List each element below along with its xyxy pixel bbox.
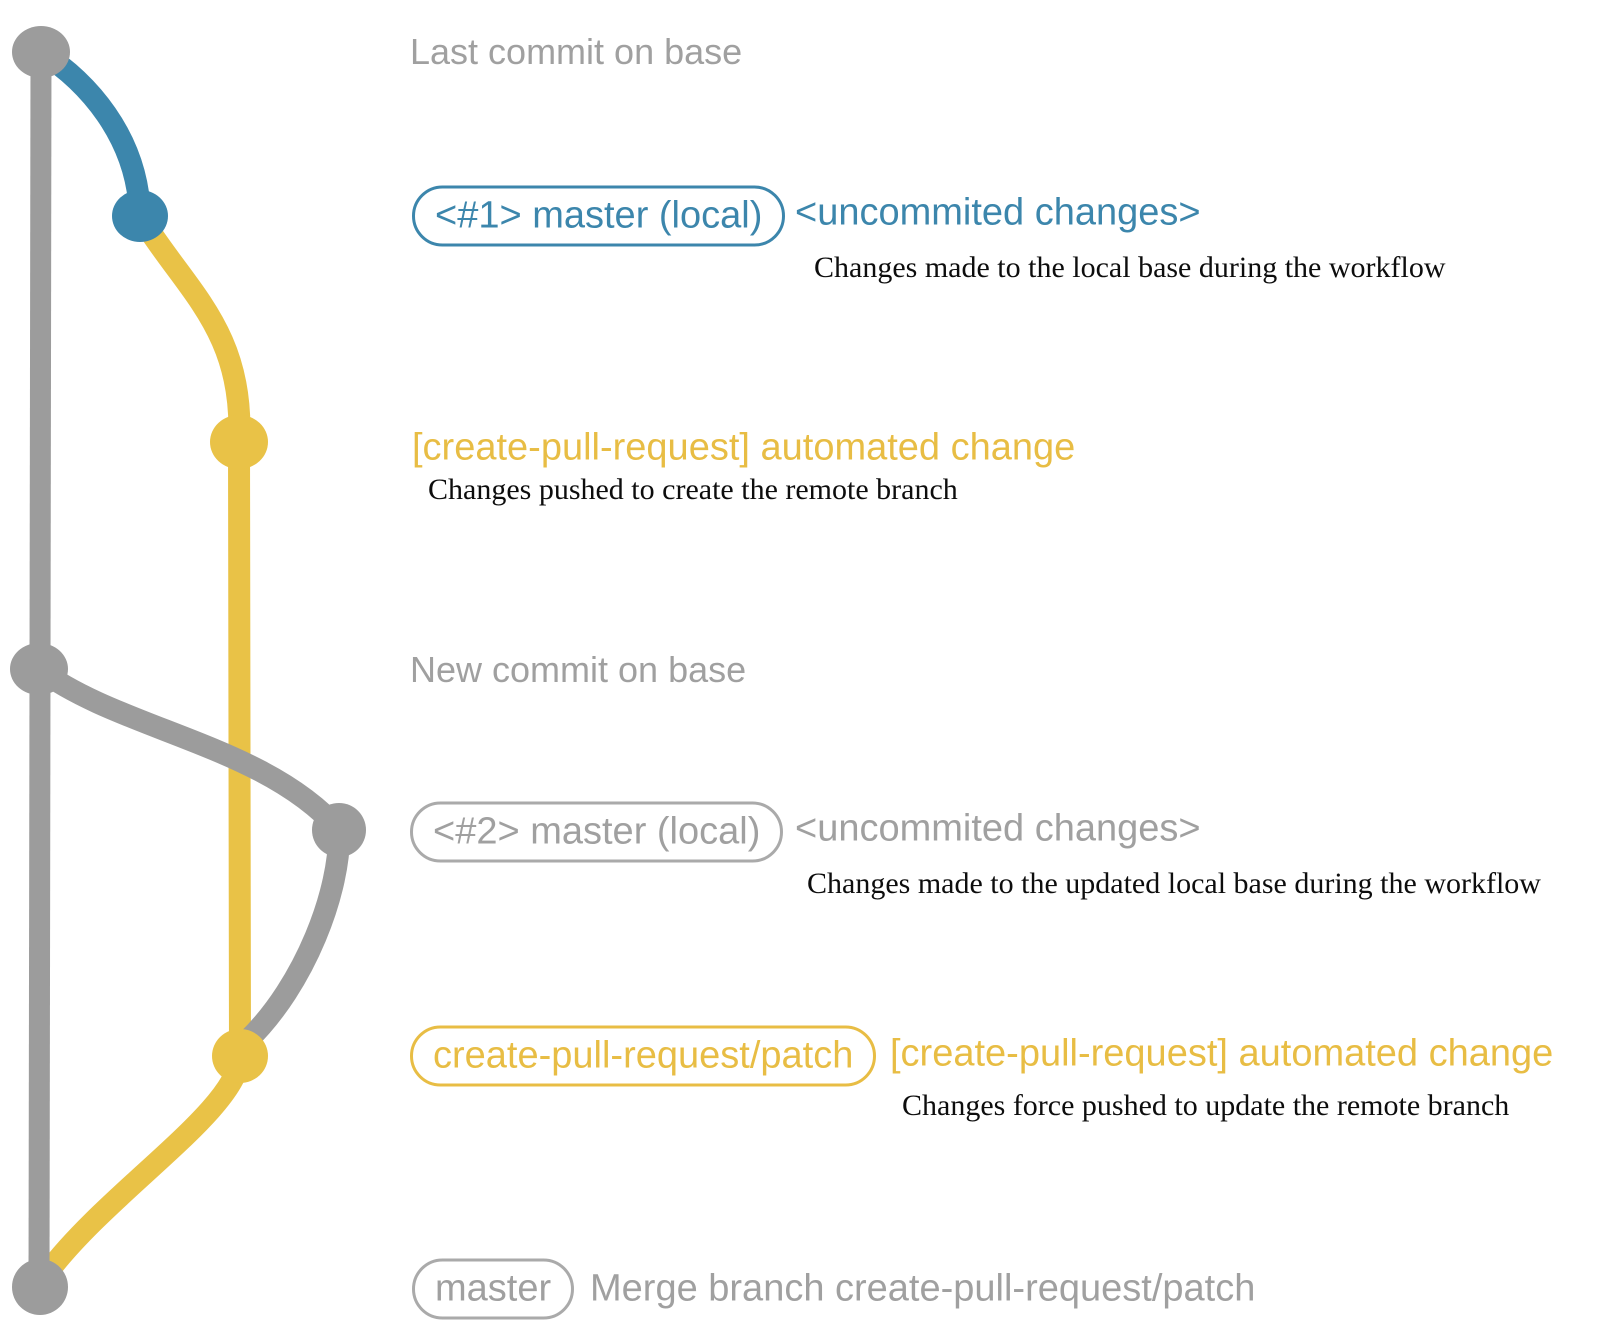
commit-message-automated-change-1: [create-pull-request] automated change <box>412 426 1076 469</box>
description-local-changes-2: Changes made to the updated local base d… <box>807 867 1541 900</box>
branch-badge-master-local-1: <#1> master (local) <box>412 185 786 247</box>
branch-line-local-gray-out <box>32 660 348 838</box>
branch-line-local-blue <box>35 42 151 217</box>
description-local-changes-1: Changes made to the local base during th… <box>814 251 1446 284</box>
branch-line-local-gray-in <box>239 829 351 1049</box>
commit-message-automated-change-2: [create-pull-request] automated change <box>890 1032 1554 1075</box>
branch-badge-master: master <box>412 1258 575 1320</box>
commit-node-local-master-2 <box>312 803 366 857</box>
commit-node-new-base <box>10 643 68 695</box>
annotation-uncommited-changes-1: <uncommited changes> <box>795 191 1201 234</box>
commit-node-push-1 <box>210 415 268 469</box>
branch-line-merge-yellow <box>39 1054 251 1279</box>
label-last-commit-on-base: Last commit on base <box>410 31 743 72</box>
annotation-uncommited-changes-2: <uncommited changes> <box>795 807 1201 850</box>
commit-message-merge: Merge branch create-pull-request/patch <box>590 1267 1256 1310</box>
commit-node-last-base <box>12 26 70 78</box>
branch-badge-create-pull-request-patch: create-pull-request/patch <box>410 1025 877 1087</box>
branch-line-remote-yellow <box>130 210 251 1057</box>
commit-node-local-master-1 <box>112 190 168 242</box>
label-new-commit-on-base: New commit on base <box>410 649 747 690</box>
commit-node-merge <box>12 1259 68 1315</box>
description-push-2: Changes force pushed to update the remot… <box>902 1089 1510 1122</box>
description-push-1: Changes pushed to create the remote bran… <box>428 473 958 506</box>
commit-node-push-2 <box>212 1029 268 1083</box>
branch-badge-master-local-2: <#2> master (local) <box>410 801 784 863</box>
